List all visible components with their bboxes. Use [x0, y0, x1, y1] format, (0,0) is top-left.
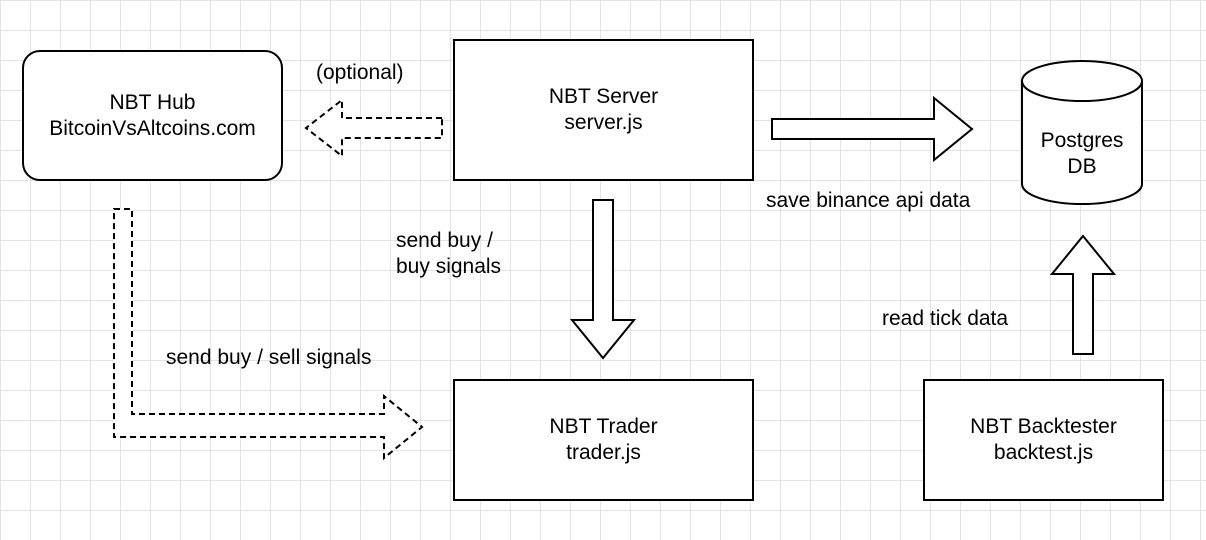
nbt-trader-title: NBT Trader [549, 415, 658, 438]
nbt-hub-subtitle: BitcoinVsAltcoins.com [49, 116, 256, 140]
edge-label-save-binance: save binance api data [766, 189, 971, 212]
database-subtitle: DB [1067, 155, 1097, 178]
arrow-hub-to-trader [113, 208, 424, 461]
nbt-server-title: NBT Server [548, 85, 659, 108]
nbt-backtester-subtitle: backtest.js [993, 441, 1094, 464]
arrow-server-to-hub [304, 97, 443, 159]
edge-label-optional: (optional) [316, 61, 404, 84]
nbt-trader-node[interactable]: NBT Trader trader.js [453, 379, 754, 501]
edge-label-send-buy: send buy / buy signals [396, 228, 501, 280]
arrow-backtester-to-db [1049, 234, 1117, 355]
edge-label-send-buy-sell: send buy / sell signals [166, 346, 372, 369]
arrow-server-to-db [771, 95, 974, 163]
nbt-backtester-node[interactable]: NBT Backtester backtest.js [923, 379, 1164, 501]
nbt-trader-subtitle: trader.js [566, 441, 641, 464]
database-label[interactable]: Postgres DB [1022, 128, 1142, 180]
nbt-backtester-title: NBT Backtester [970, 415, 1117, 438]
database-title: Postgres [1040, 129, 1124, 152]
edge-label-send-buy-line1: send buy / [396, 229, 493, 252]
nbt-server-subtitle: server.js [564, 111, 643, 134]
database-cylinder-icon [1021, 60, 1143, 205]
nbt-server-node[interactable]: NBT Server server.js [453, 39, 754, 181]
edge-label-send-buy-line2: buy signals [396, 255, 502, 278]
nbt-hub-title: NBT Hub [109, 90, 196, 114]
edge-label-read-tick: read tick data [882, 307, 1009, 330]
arrow-server-to-trader [569, 199, 637, 360]
nbt-hub-node[interactable]: NBT Hub BitcoinVsAltcoins.com [22, 50, 283, 181]
